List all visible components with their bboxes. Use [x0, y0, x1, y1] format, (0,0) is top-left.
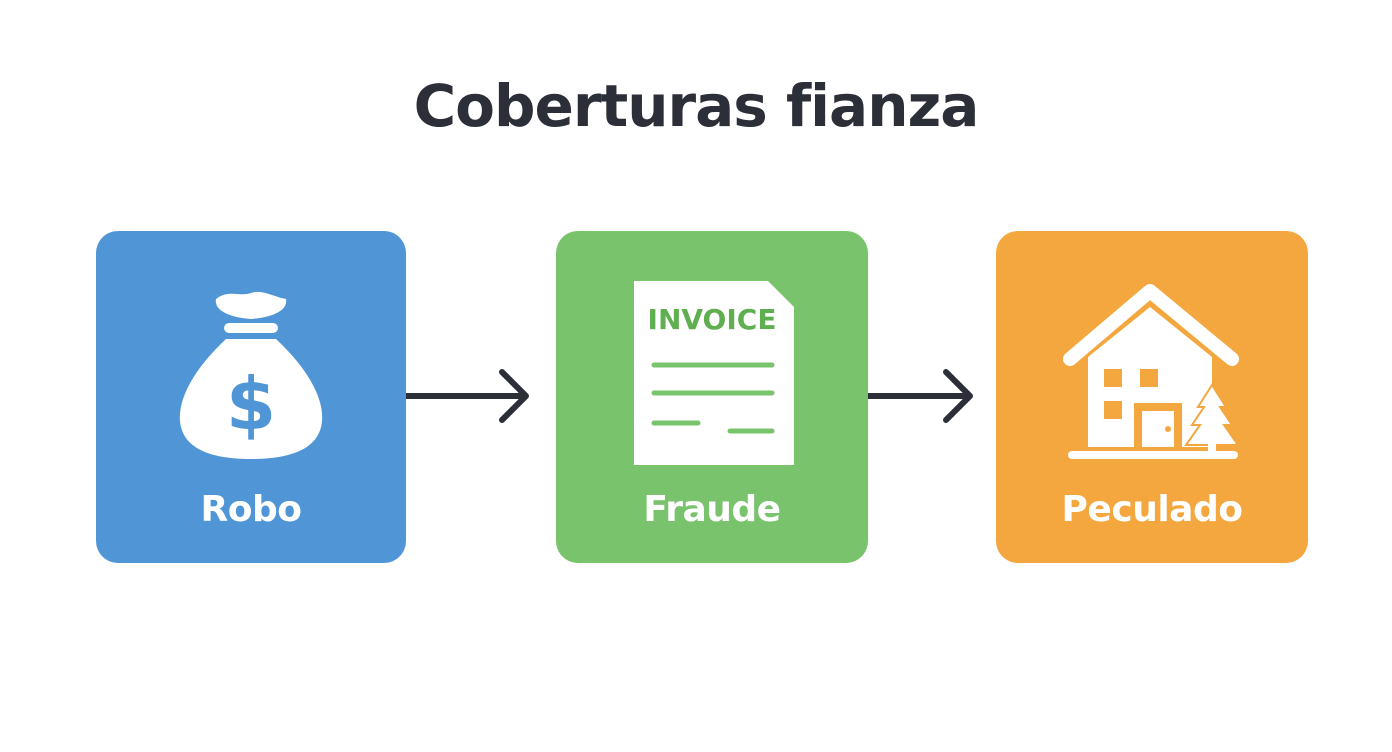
- dollar-sign: $: [226, 362, 276, 446]
- money-bag-icon: $: [179, 291, 323, 459]
- invoice-icon: INVOICE: [634, 281, 794, 465]
- card-label-fraude: Fraude: [643, 489, 781, 530]
- card-robo: $ Robo: [96, 231, 406, 563]
- arrow-right-2: [868, 369, 973, 423]
- card-label-robo: Robo: [200, 489, 302, 530]
- house-icon: [1063, 284, 1240, 459]
- invoice-heading: INVOICE: [648, 303, 777, 336]
- arrow-right-1: [406, 369, 529, 423]
- diagram-title: Coberturas fianza: [413, 72, 980, 140]
- card-fraude: INVOICE Fraude: [556, 231, 868, 563]
- card-label-peculado: Peculado: [1061, 489, 1243, 530]
- card-peculado: Peculado: [996, 231, 1308, 563]
